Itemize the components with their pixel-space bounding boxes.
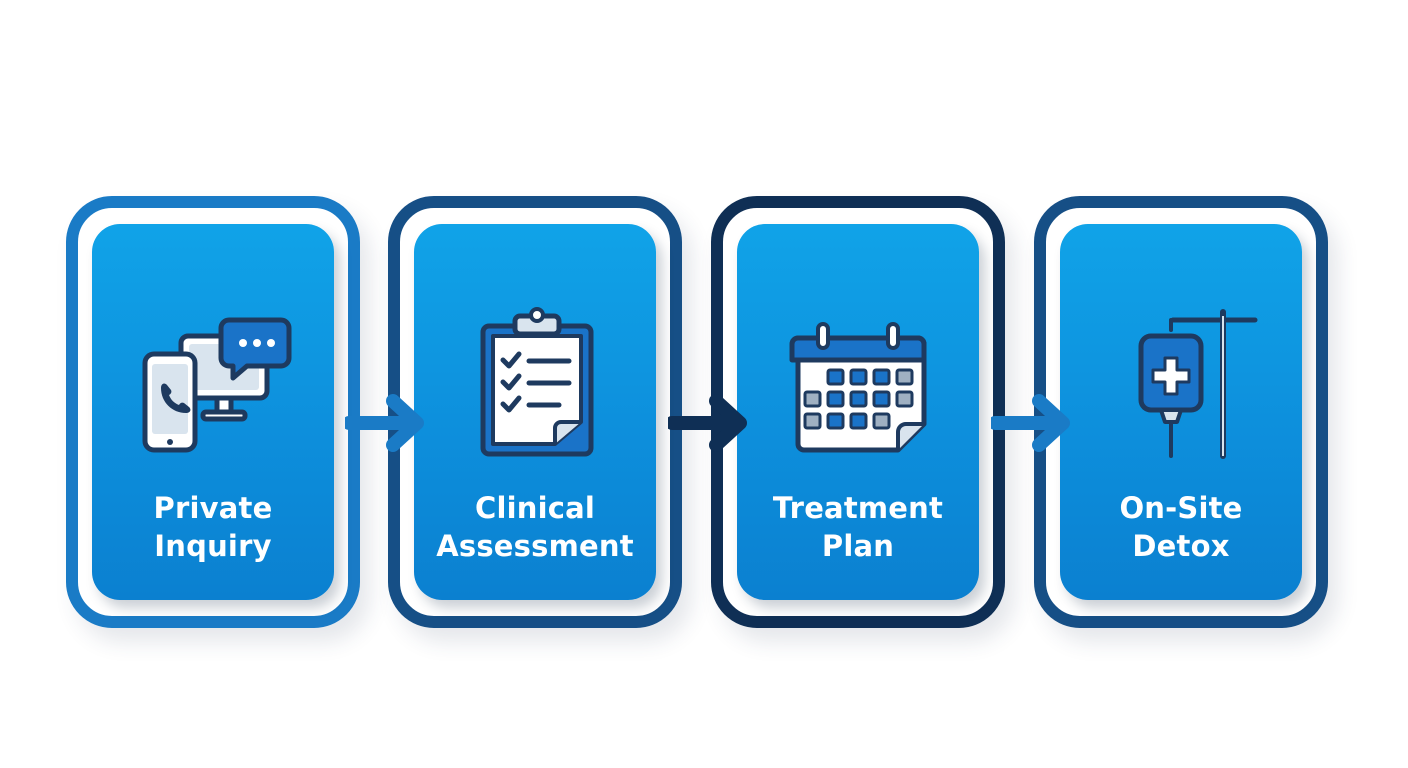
step-label-line: Assessment bbox=[436, 529, 634, 563]
step-card: On-Site Detox bbox=[1060, 224, 1302, 600]
step-label-line: Treatment bbox=[772, 491, 944, 525]
step-treatment-plan: Treatment Plan bbox=[711, 196, 1005, 628]
phone-monitor-chat-icon bbox=[142, 317, 292, 453]
step-label-line: Inquiry bbox=[154, 529, 272, 563]
step-label-line: On-Site bbox=[1119, 491, 1243, 525]
calendar-icon bbox=[789, 322, 927, 453]
iv-drip-icon bbox=[1138, 309, 1258, 459]
step-label: Treatment Plan bbox=[741, 489, 975, 565]
step-label-line: Clinical bbox=[474, 491, 596, 525]
step-label: On-Site Detox bbox=[1064, 489, 1298, 565]
step-card: Treatment Plan bbox=[737, 224, 979, 600]
step-label-line: Detox bbox=[1132, 529, 1230, 563]
step-card: Private Inquiry bbox=[92, 224, 334, 600]
arrow-right-icon bbox=[345, 394, 424, 452]
step-private-inquiry: Private Inquiry bbox=[66, 196, 360, 628]
step-clinical-assessment: Clinical Assessment bbox=[388, 196, 682, 628]
arrow-right-icon bbox=[668, 394, 747, 452]
step-on-site-detox: On-Site Detox bbox=[1034, 196, 1328, 628]
step-label: Private Inquiry bbox=[96, 489, 330, 565]
step-label-line: Private bbox=[153, 491, 273, 525]
step-label: Clinical Assessment bbox=[418, 489, 652, 565]
step-label-line: Plan bbox=[821, 529, 895, 563]
clipboard-checklist-icon bbox=[480, 307, 594, 457]
step-card: Clinical Assessment bbox=[414, 224, 656, 600]
arrow-right-icon bbox=[991, 394, 1070, 452]
